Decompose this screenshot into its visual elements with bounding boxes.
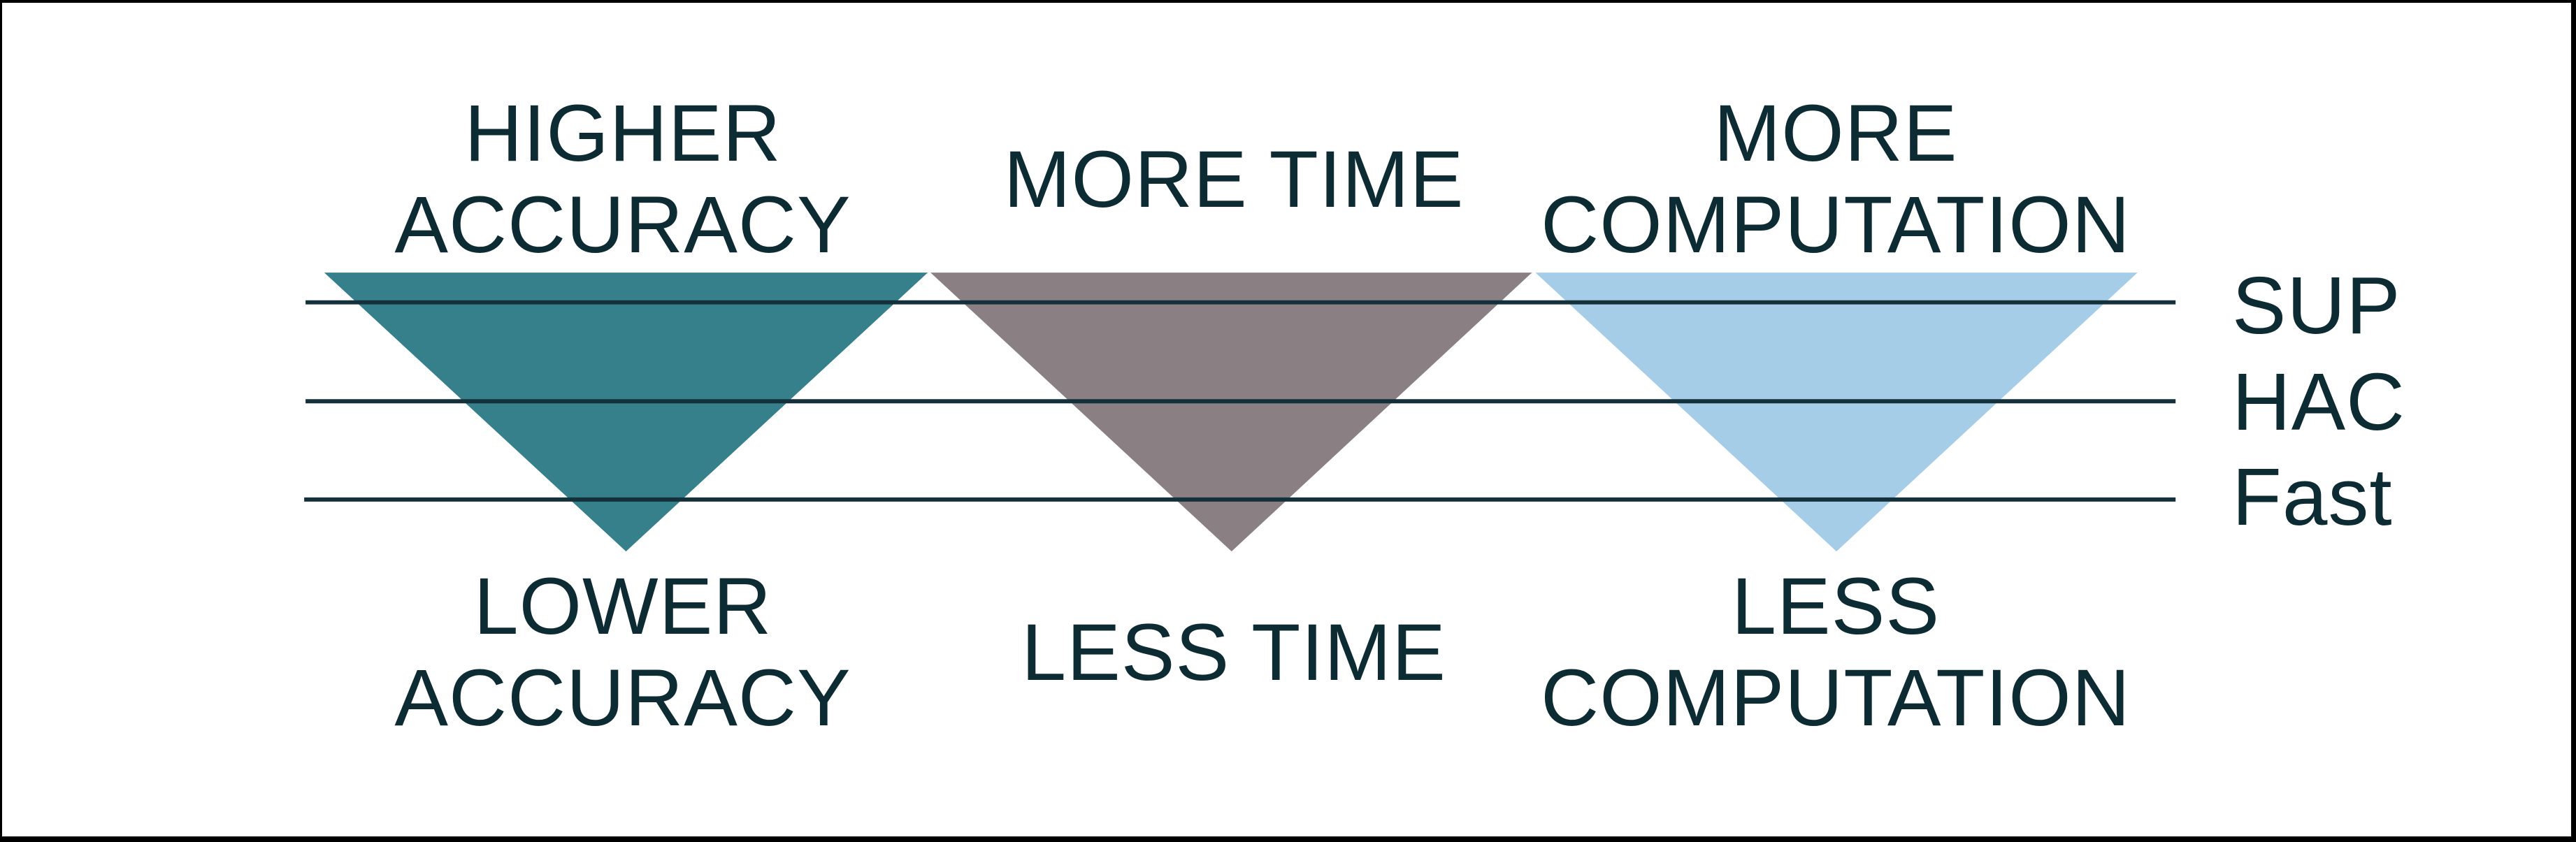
computation-funnel-triangle [1535, 273, 2138, 552]
accuracy-funnel-triangle [324, 273, 928, 552]
accuracy-bottom-label: LOWER ACCURACY [394, 562, 851, 743]
level-label-fast: Fast [2232, 451, 2393, 542]
time-top-label: MORE TIME [1003, 134, 1465, 224]
funnel-diagram-svg [304, 273, 2176, 552]
accuracy-top-label: HIGHER ACCURACY [394, 89, 851, 270]
computation-top-label: MORE COMPUTATION [1541, 89, 2131, 270]
time-funnel-triangle [930, 273, 1532, 552]
computation-bottom-label: LESS COMPUTATION [1541, 562, 2131, 743]
level-label-hac: HAC [2232, 356, 2405, 447]
time-bottom-label: LESS TIME [1021, 607, 1446, 697]
level-label-sup: SUP [2232, 260, 2401, 351]
